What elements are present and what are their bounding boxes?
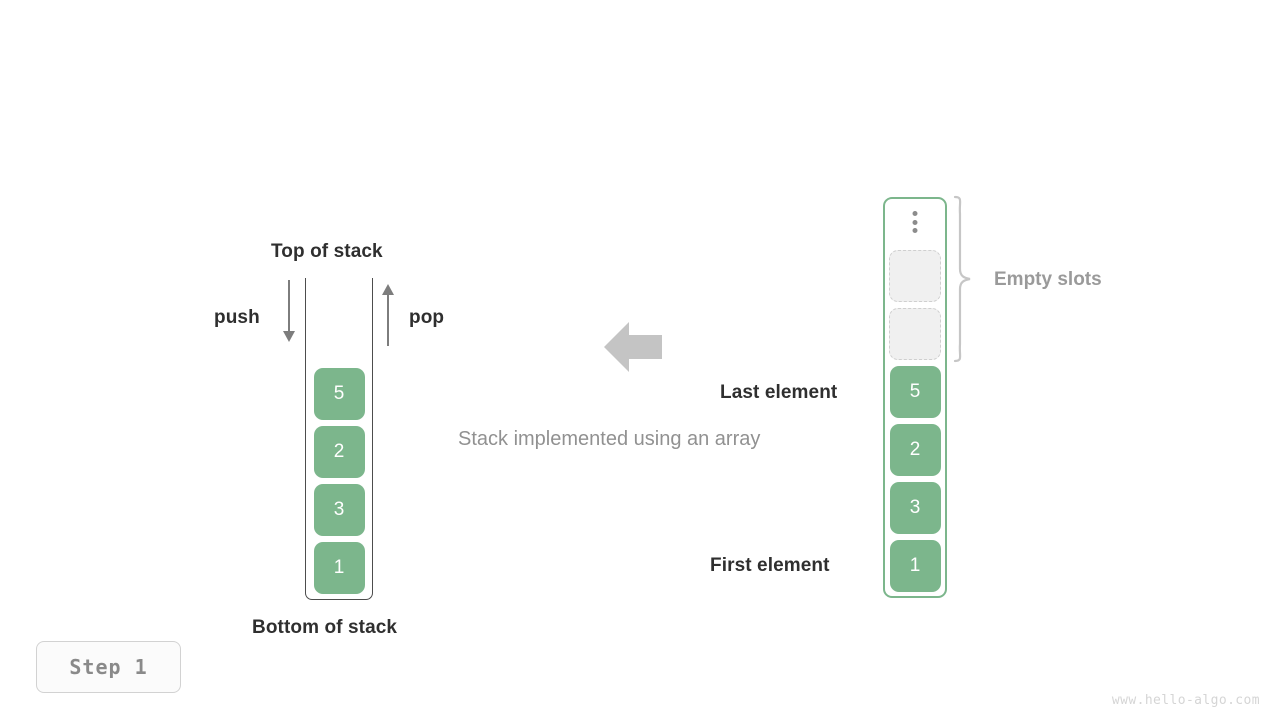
stack-cell: 1 <box>313 542 365 594</box>
empty-slots-brace-icon <box>953 195 971 363</box>
diagram-caption: Stack implemented using an array <box>458 428 761 450</box>
last-element-label: Last element <box>720 382 838 403</box>
stack-cell: 3 <box>313 484 365 536</box>
pop-arrow-head <box>381 284 394 295</box>
stack-cell-list: 5 2 3 1 <box>306 368 372 594</box>
array-cell: 1 <box>889 540 941 592</box>
vertical-ellipsis-icon <box>912 211 918 233</box>
empty-slot <box>889 308 941 360</box>
push-arrow-head <box>282 331 295 342</box>
array-cell-list: 5 2 3 1 <box>885 250 945 592</box>
stack-container: 5 2 3 1 <box>305 278 373 600</box>
watermark: www.hello-algo.com <box>1111 693 1260 708</box>
array-cell: 5 <box>889 366 941 418</box>
step-badge: Step 1 <box>36 641 181 693</box>
left-block-arrow-icon <box>604 322 662 372</box>
push-arrow-shaft <box>288 280 291 334</box>
pop-label: pop <box>409 307 445 328</box>
pop-arrow-shaft <box>387 292 390 346</box>
array-cell: 2 <box>889 424 941 476</box>
empty-slots-label: Empty slots <box>994 269 1102 290</box>
array-container: 5 2 3 1 <box>883 197 947 598</box>
stack-cell: 5 <box>313 368 365 420</box>
bottom-of-stack-label: Bottom of stack <box>252 617 398 638</box>
push-label: push <box>214 307 260 328</box>
array-cell: 3 <box>889 482 941 534</box>
top-of-stack-label: Top of stack <box>271 241 383 262</box>
first-element-label: First element <box>710 555 830 576</box>
stack-cell: 2 <box>313 426 365 478</box>
empty-slot <box>889 250 941 302</box>
